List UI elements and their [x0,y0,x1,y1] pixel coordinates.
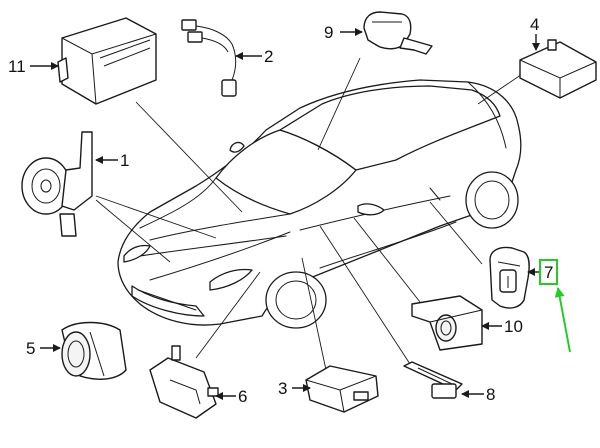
highlight [539,259,571,353]
part-8-sensor-strip [403,361,463,399]
highlight-box-7 [539,259,558,285]
part-1-horn [21,131,93,237]
part-7-key-fob [489,246,530,309]
leader-lines [95,57,535,371]
callout-1: 1 [120,151,129,170]
part-2-wiring-harness [181,19,237,97]
part-9-smart-key [363,11,433,55]
callout-6: 6 [238,387,247,406]
callout-lines [30,28,540,400]
callout-11: 11 [8,57,26,76]
callout-8: 8 [486,385,495,404]
highlight-arrow [554,287,571,353]
callout-9: 9 [324,23,333,42]
car-outline [117,79,522,329]
callout-10: 10 [504,317,523,336]
callout-3: 3 [278,379,287,398]
callout-5: 5 [26,339,35,358]
callout-2: 2 [264,47,273,66]
callout-4: 4 [530,15,539,34]
part-3-module [305,365,379,413]
part-10-sensor [411,295,483,351]
part-5-sounder [61,321,127,380]
part-6-module-bracket [149,345,219,419]
part-11-control-module [57,17,157,105]
part-4-bracket [519,39,597,99]
callout-numbers: 11 2 9 4 1 5 6 3 8 10 7 [8,15,553,406]
callout-7: 7 [544,263,553,282]
